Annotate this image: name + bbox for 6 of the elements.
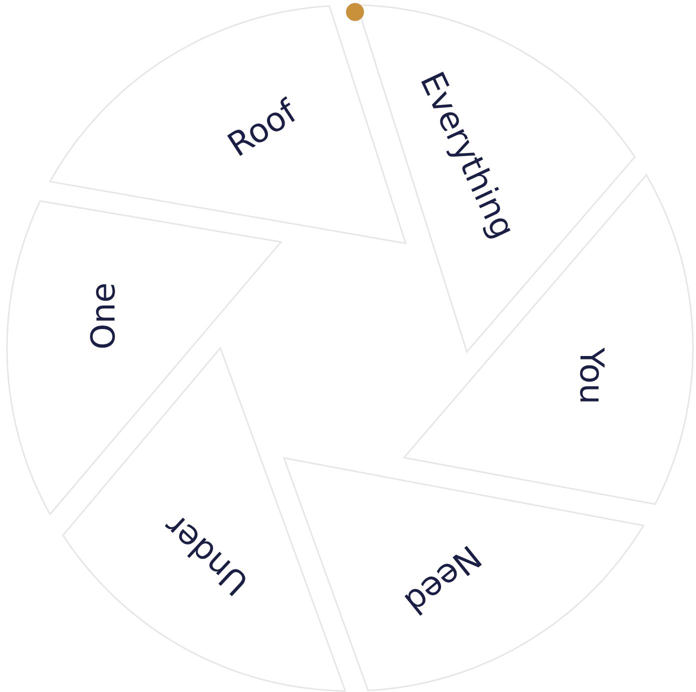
segment-word: One <box>86 282 120 350</box>
segment-word: You <box>576 348 608 404</box>
shutter-segment <box>7 200 281 514</box>
shutter-segment <box>284 458 644 691</box>
shutter-segment <box>50 6 406 243</box>
shutter-segment <box>62 348 345 691</box>
